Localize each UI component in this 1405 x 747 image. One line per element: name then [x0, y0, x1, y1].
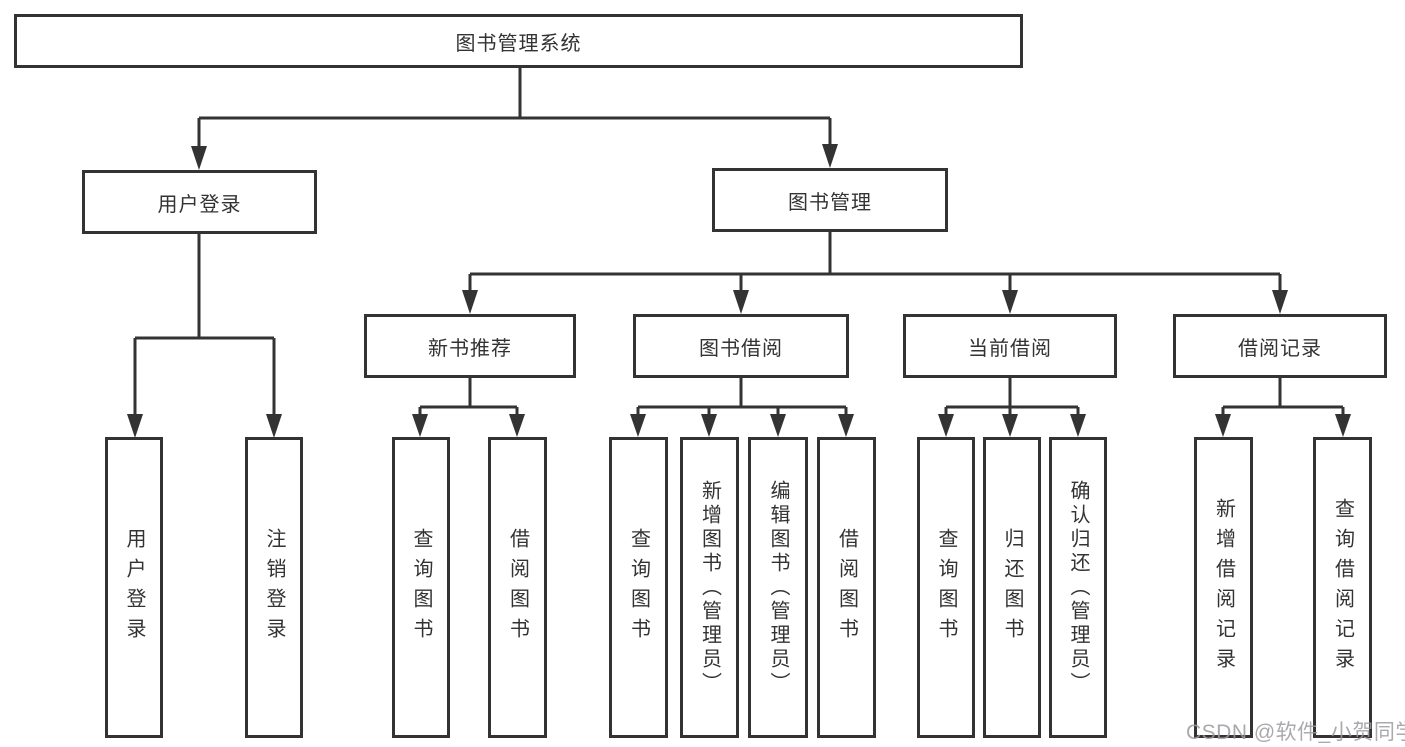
- node-borrow-records-label: 借阅记录: [1238, 337, 1322, 360]
- leaf-query-borrow-record-label: 查询借阅记录: [1331, 497, 1354, 678]
- node-book-borrow-label: 图书借阅: [699, 337, 783, 360]
- leaf-current-query-books: 查询图书: [917, 437, 975, 738]
- node-book-management: 图书管理: [712, 168, 948, 232]
- arrowheads: [127, 144, 1351, 438]
- leaf-recommend-borrow-books-label: 借阅图书: [506, 527, 529, 648]
- leaf-return-books: 归还图书: [983, 437, 1041, 738]
- connector-current-borrow: [944, 378, 1080, 414]
- node-book-borrow: 图书借阅: [633, 314, 849, 378]
- connector-borrow-records: [1221, 378, 1345, 414]
- leaf-add-books-admin-label: 新增图书（管理员）: [698, 479, 721, 696]
- leaf-recommend-query-books-label: 查询图书: [410, 527, 432, 648]
- connector-user-login: [133, 234, 276, 414]
- node-borrow-records: 借阅记录: [1173, 314, 1387, 378]
- leaf-edit-books-admin: 编辑图书（管理员）: [748, 437, 808, 738]
- leaf-add-borrow-record-label: 新增借阅记录: [1212, 497, 1235, 678]
- connector-book-management: [468, 232, 1282, 290]
- leaf-recommend-query-books: 查询图书: [392, 437, 450, 738]
- leaf-edit-books-admin-label: 编辑图书（管理员）: [767, 479, 789, 696]
- leaf-borrow-books: 借阅图书: [817, 437, 876, 738]
- leaf-add-books-admin: 新增图书（管理员）: [680, 437, 739, 738]
- node-current-borrow-label: 当前借阅: [968, 337, 1052, 360]
- leaf-query-borrow-record: 查询借阅记录: [1313, 437, 1372, 738]
- connector-new-book-recommend: [418, 378, 519, 414]
- node-user-login: 用户登录: [82, 170, 317, 234]
- leaf-borrow-books-label: 借阅图书: [835, 527, 858, 648]
- node-root: 图书管理系统: [14, 14, 1023, 68]
- leaf-borrow-query-books: 查询图书: [609, 437, 668, 738]
- leaf-user-login: 用户登录: [105, 437, 163, 738]
- connector-root: [197, 67, 832, 146]
- leaf-confirm-return-admin-label: 确认归还（管理员）: [1067, 479, 1089, 696]
- node-book-management-label: 图书管理: [788, 191, 872, 214]
- node-new-book-recommend-label: 新书推荐: [428, 337, 512, 360]
- node-root-label: 图书管理系统: [455, 32, 582, 55]
- node-user-login-label: 用户登录: [157, 193, 242, 216]
- leaf-return-books-label: 归还图书: [1001, 527, 1023, 648]
- leaf-borrow-query-books-label: 查询图书: [627, 527, 650, 648]
- leaf-add-borrow-record: 新增借阅记录: [1194, 437, 1253, 738]
- connector-book-borrow: [636, 378, 848, 414]
- leaf-logout: 注销登录: [245, 437, 303, 738]
- leaf-current-query-books-label: 查询图书: [935, 527, 957, 648]
- leaf-logout-label: 注销登录: [263, 527, 285, 648]
- leaf-confirm-return-admin: 确认归还（管理员）: [1049, 437, 1107, 738]
- node-new-book-recommend: 新书推荐: [364, 314, 576, 378]
- leaf-user-login-label: 用户登录: [123, 527, 145, 648]
- node-current-borrow: 当前借阅: [903, 314, 1117, 378]
- watermark: CSDN @软件_小贺同学: [1186, 721, 1405, 744]
- leaf-recommend-borrow-books: 借阅图书: [488, 437, 547, 738]
